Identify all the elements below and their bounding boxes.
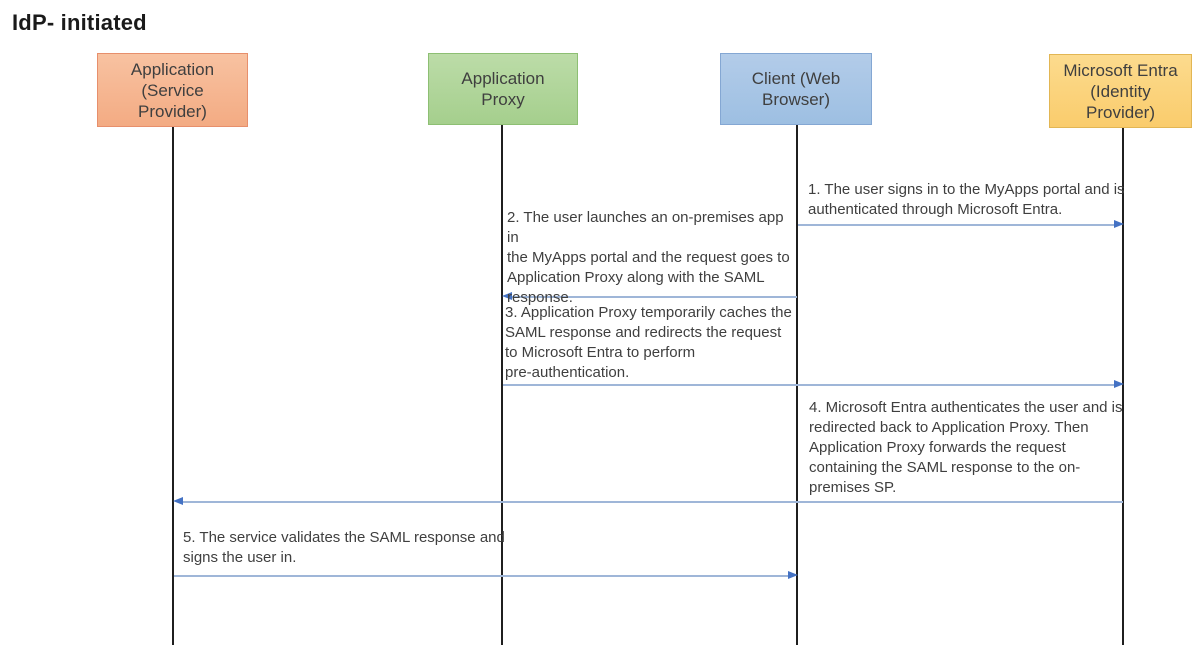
arrow-line <box>798 224 1115 226</box>
arrowhead-left-icon <box>173 497 183 505</box>
lifeline-application-service-provider <box>172 126 174 645</box>
message-text-2: 2. The user launches an on-premises app … <box>507 209 790 306</box>
arrowhead-right-icon <box>788 571 798 579</box>
actor-application-proxy: Application Proxy <box>428 53 578 125</box>
actor-microsoft-entra-identity-provider: Microsoft Entra (Identity Provider) <box>1049 54 1192 128</box>
message-text-5: 5. The service validates the SAML respon… <box>183 529 505 566</box>
arrowhead-right-icon <box>1114 380 1124 388</box>
lifeline-application-proxy <box>501 124 503 645</box>
message-text-3: 3. Application Proxy temporarily caches … <box>505 304 792 381</box>
arrow-line <box>182 501 1123 503</box>
message-text-1: 1. The user signs in to the MyApps porta… <box>808 181 1125 218</box>
arrow-line <box>511 296 797 298</box>
arrow-line <box>503 384 1115 386</box>
arrow-line <box>174 575 789 577</box>
message-text-4: 4. Microsoft Entra authenticates the use… <box>809 399 1123 496</box>
arrowhead-left-icon <box>502 292 512 300</box>
arrowhead-right-icon <box>1114 220 1124 228</box>
diagram-title: IdP- initiated <box>12 10 147 35</box>
actor-application-service-provider: Application (Service Provider) <box>97 53 248 127</box>
actor-client-web-browser: Client (Web Browser) <box>720 53 872 125</box>
